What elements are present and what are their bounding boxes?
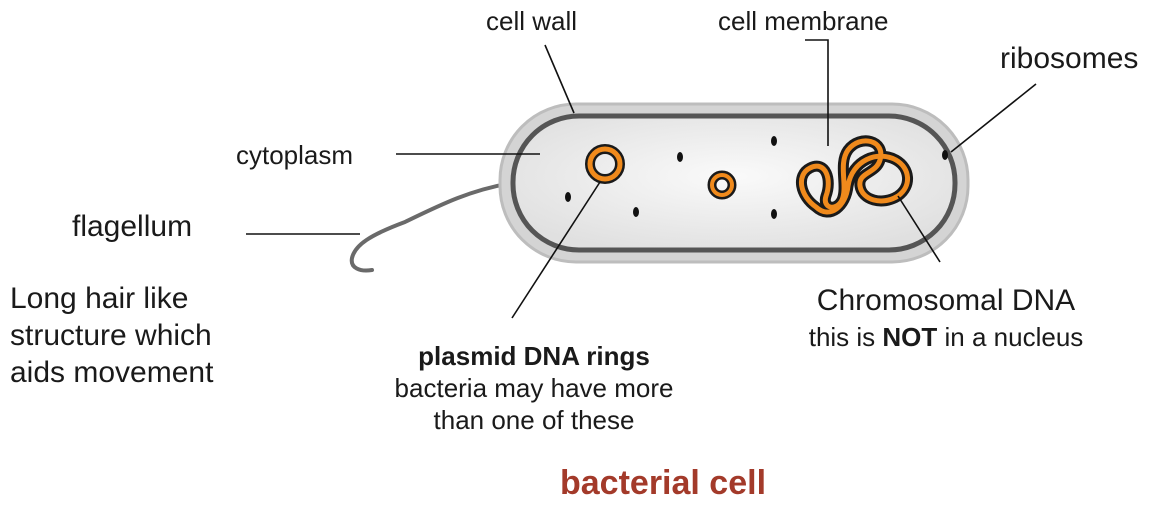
- label-cell-wall: cell wall: [486, 8, 577, 34]
- nucleus-note-after: in a nucleus: [937, 322, 1083, 352]
- chromosomal-dna-caption: Chromosomal DNA this is NOT in a nucleus: [770, 282, 1122, 354]
- label-ribosomes: ribosomes: [1000, 44, 1138, 74]
- plasmid-desc-line-1: bacteria may have more: [374, 372, 694, 404]
- flagellum-shape: [352, 183, 512, 271]
- plasmid-desc-line-2: than one of these: [374, 404, 694, 436]
- flagellum-desc-line-1: Long hair like: [10, 280, 213, 317]
- diagram-title: bacterial cell: [560, 466, 766, 500]
- nucleus-note: this is NOT in a nucleus: [770, 320, 1122, 354]
- label-cell-membrane: cell membrane: [718, 8, 889, 34]
- plasmid-caption: plasmid DNA rings bacteria may have more…: [374, 340, 694, 436]
- plasmid-title: plasmid DNA rings: [374, 340, 694, 372]
- nucleus-note-emphasis: NOT: [882, 322, 937, 352]
- nucleus-note-before: this is: [809, 322, 883, 352]
- label-cytoplasm: cytoplasm: [236, 142, 353, 168]
- leader-cell-wall: [545, 45, 574, 113]
- label-flagellum: flagellum: [72, 212, 192, 242]
- flagellum-desc-line-2: structure which: [10, 317, 213, 354]
- leader-ribosomes: [951, 84, 1036, 152]
- flagellum-desc-line-3: aids movement: [10, 354, 213, 391]
- chromosomal-dna-title: Chromosomal DNA: [770, 282, 1122, 320]
- flagellum-description: Long hair like structure which aids move…: [10, 280, 213, 391]
